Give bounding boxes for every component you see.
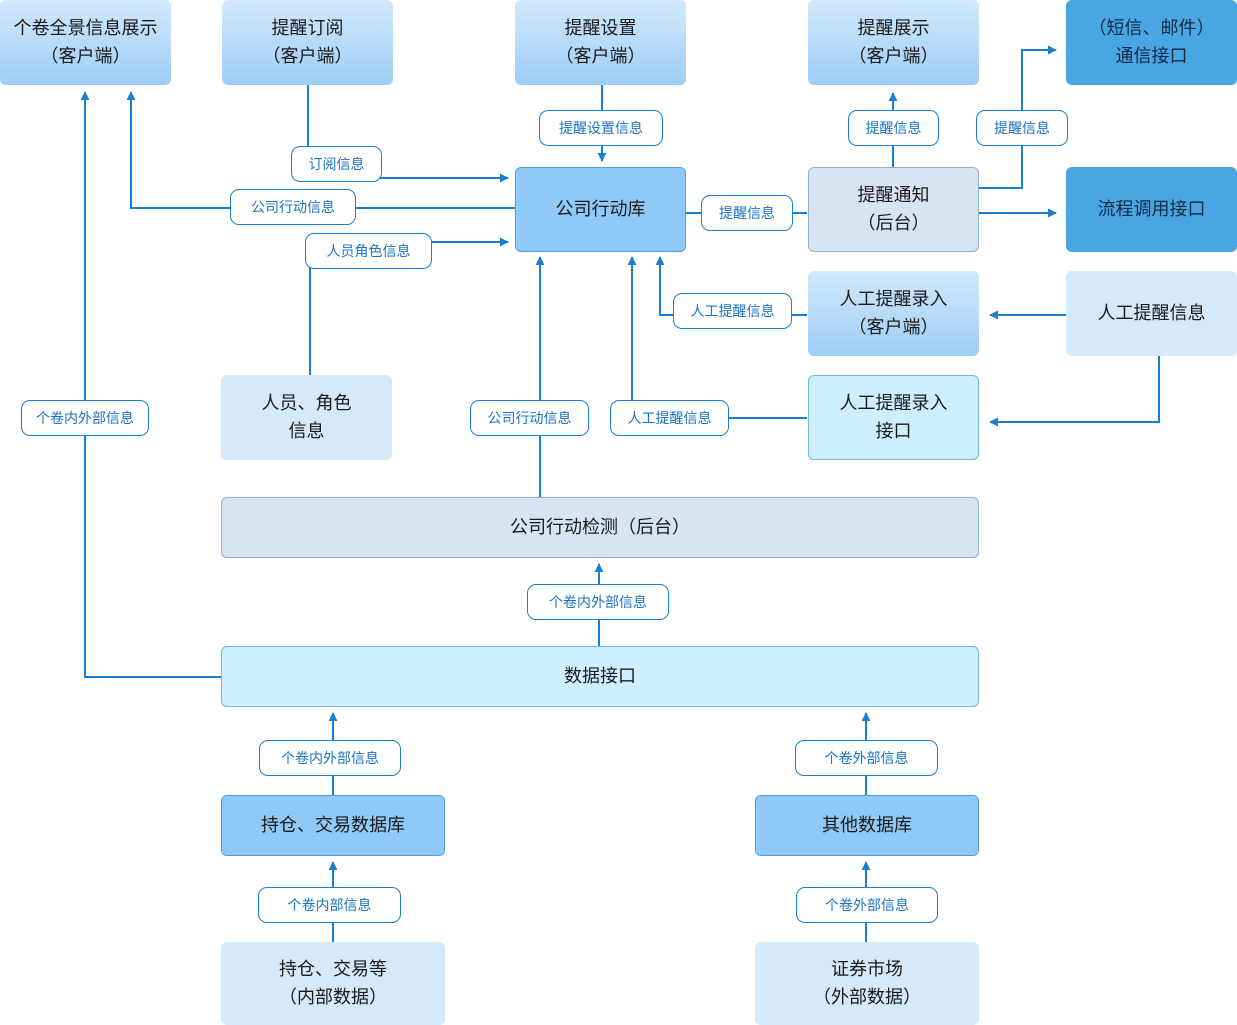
edge-label-notify-reminder: 提醒信息 bbox=[701, 195, 793, 231]
edge-label-role-info: 人员角色信息 bbox=[305, 233, 432, 269]
edge-label-action-info: 公司行动信息 bbox=[230, 189, 356, 225]
edge-label-manual-reminder: 人工提醒信息 bbox=[673, 293, 792, 329]
node-holdings-internal-data[interactable]: 持仓、交易等 （内部数据） bbox=[221, 942, 445, 1025]
edge-label-panorama-info: 个卷内外部信息 bbox=[21, 400, 149, 436]
node-reminder-display[interactable]: 提醒展示 （客户端） bbox=[808, 0, 979, 85]
node-reminder-notify-backend[interactable]: 提醒通知 （后台） bbox=[808, 167, 979, 252]
edge-label-manual-interface-info: 人工提醒信息 bbox=[610, 400, 729, 436]
edge-manualapi-to-actionlib bbox=[627, 256, 807, 419]
edge-manualinfo-to-manualapi bbox=[989, 356, 1160, 427]
edge-actionlib-to-panorama bbox=[126, 91, 515, 209]
edge-label-other-to-data: 个卷外部信息 bbox=[795, 740, 938, 776]
edge-label-data-to-detect: 个卷内外部信息 bbox=[527, 584, 669, 620]
edge-dataapi-to-panorama bbox=[80, 91, 221, 678]
node-other-db[interactable]: 其他数据库 bbox=[755, 795, 979, 856]
node-manual-reminder-info[interactable]: 人工提醒信息 bbox=[1066, 271, 1237, 356]
node-personnel-roles[interactable]: 人员、角色 信息 bbox=[221, 375, 392, 460]
node-securities-market[interactable]: 证券市场 （外部数据） bbox=[755, 942, 979, 1025]
node-holdings-trading-db[interactable]: 持仓、交易数据库 bbox=[221, 795, 445, 856]
node-company-action-detection[interactable]: 公司行动检测（后台） bbox=[221, 497, 979, 558]
edge-label-detect-action-info: 公司行动信息 bbox=[470, 400, 589, 436]
node-panorama-client[interactable]: 个卷全景信息展示 （客户端） bbox=[0, 0, 171, 85]
node-comm-interface[interactable]: （短信、邮件） 通信接口 bbox=[1066, 0, 1237, 85]
edge-label-hsrc-to-holdings: 个卷内部信息 bbox=[258, 887, 401, 923]
node-data-interface[interactable]: 数据接口 bbox=[221, 646, 979, 707]
edge-label-holdings-to-data: 个卷内外部信息 bbox=[259, 740, 401, 776]
node-reminder-subscribe[interactable]: 提醒订阅 （客户端） bbox=[222, 0, 393, 85]
edge-label-display-reminder: 提醒信息 bbox=[848, 110, 939, 146]
node-company-action-library[interactable]: 公司行动库 bbox=[515, 167, 686, 252]
node-manual-entry-interface[interactable]: 人工提醒录入 接口 bbox=[808, 375, 979, 460]
edge-label-setting-info: 提醒设置信息 bbox=[539, 110, 663, 146]
edge-label-comm-reminder: 提醒信息 bbox=[976, 110, 1068, 146]
edge-label-subscription-info: 订阅信息 bbox=[291, 146, 382, 182]
node-reminder-settings[interactable]: 提醒设置 （客户端） bbox=[515, 0, 686, 85]
node-manual-entry-client[interactable]: 人工提醒录入 （客户端） bbox=[808, 271, 979, 356]
node-process-call-interface[interactable]: 流程调用接口 bbox=[1066, 167, 1237, 252]
edge-label-market-to-other: 个卷外部信息 bbox=[796, 887, 938, 923]
